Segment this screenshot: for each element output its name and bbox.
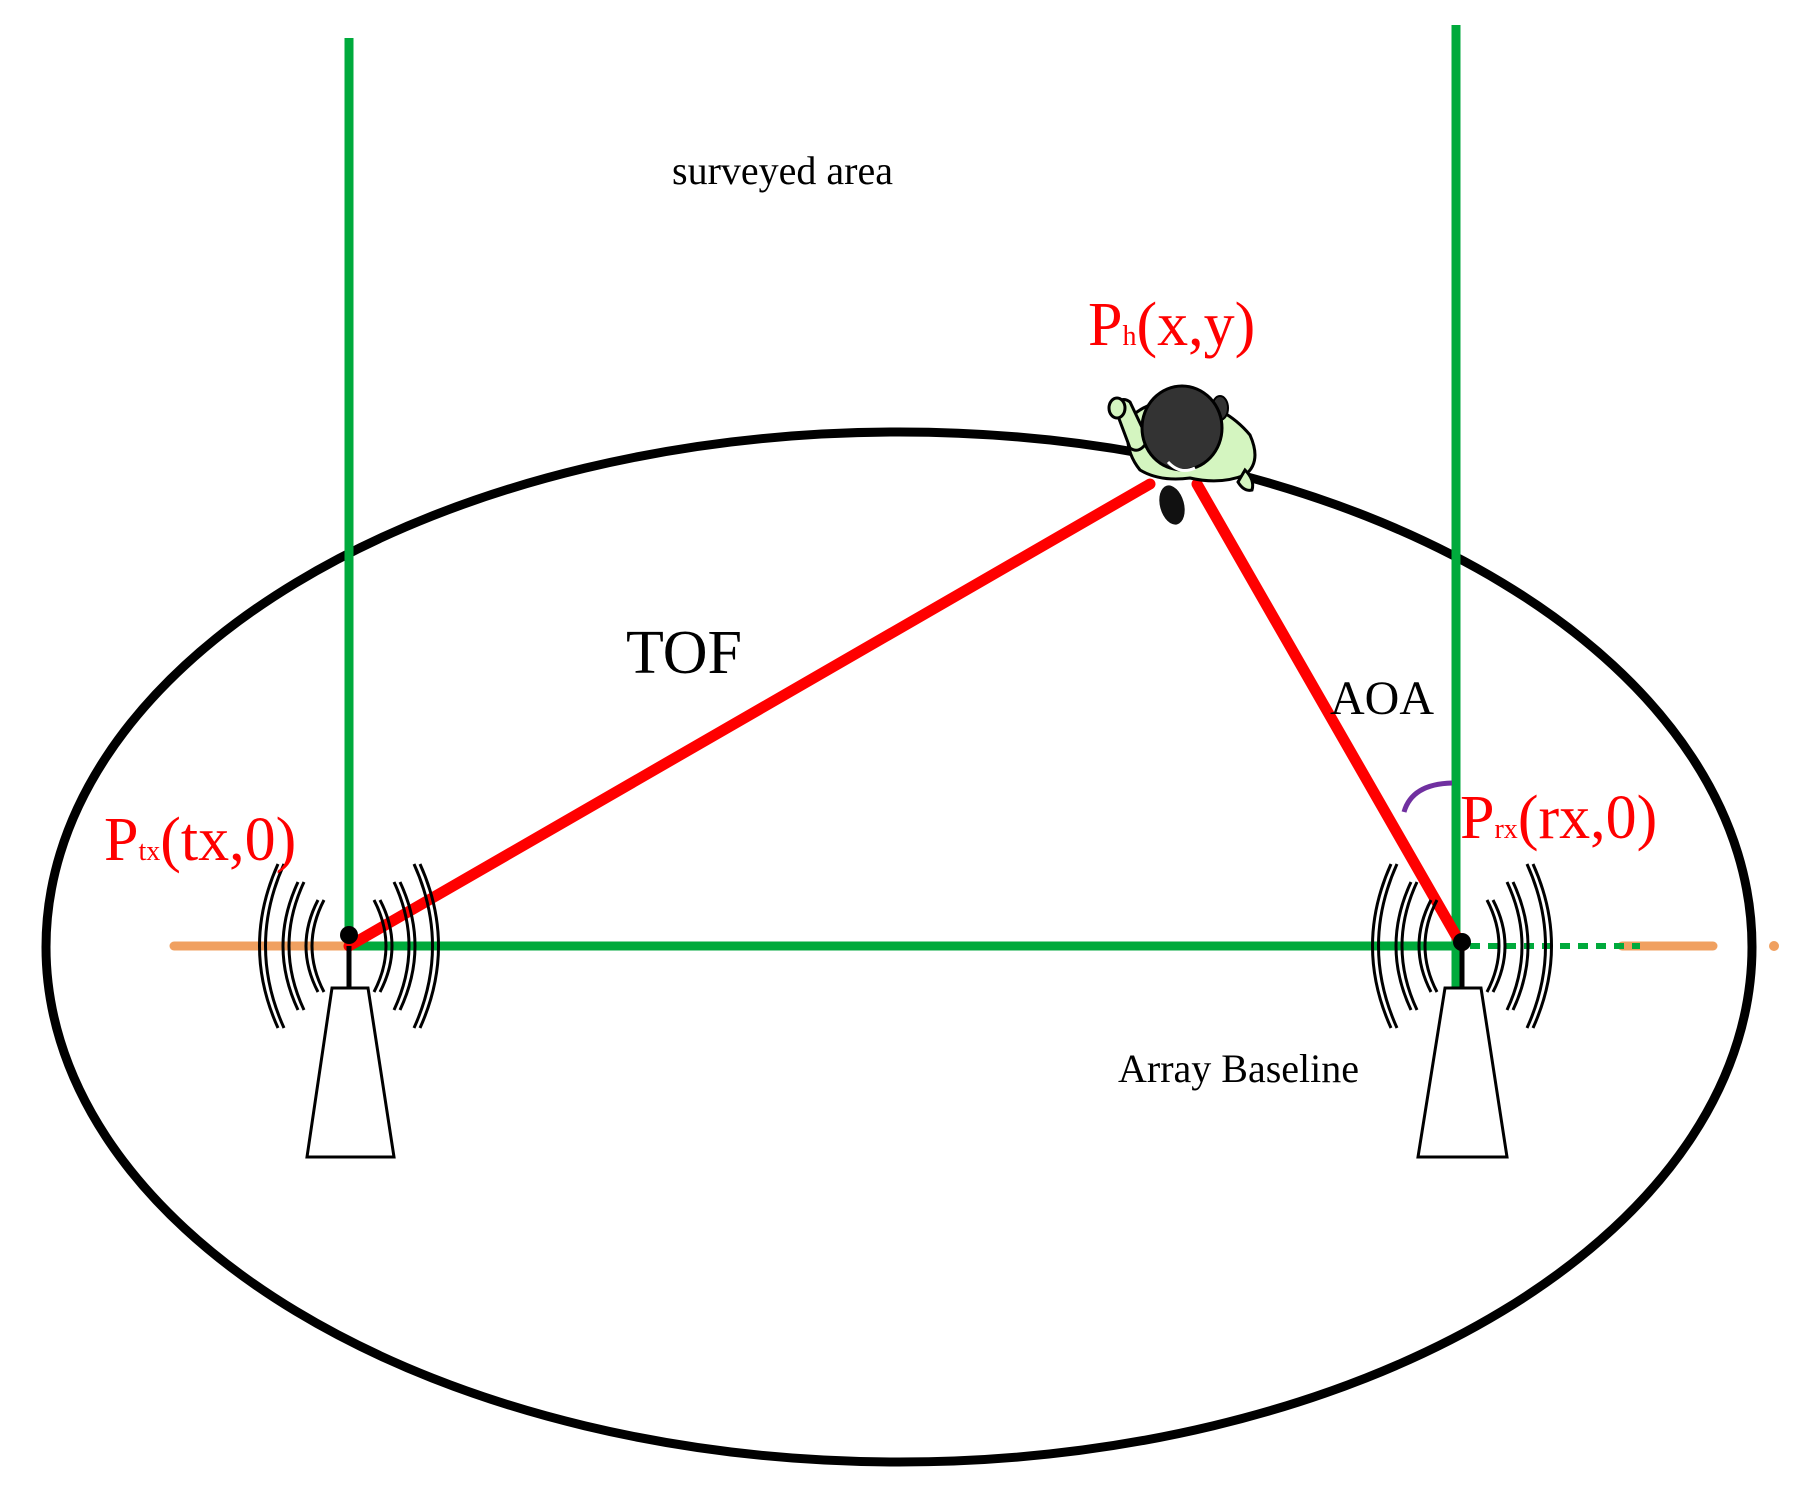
tx-radio-wave-icon — [258, 863, 440, 1029]
array-baseline-label: Array Baseline — [1118, 1046, 1359, 1091]
rx-position-label: Prx(rx,0) — [1460, 784, 1657, 852]
aoa-path-line — [1191, 478, 1468, 952]
transmitter-antenna-icon — [258, 863, 440, 1159]
aoa-angle-arc — [1401, 780, 1453, 813]
human-position-label: Ph(x,y) — [1088, 291, 1255, 359]
tof-label: TOF — [626, 619, 742, 687]
bistatic-ellipse — [41, 427, 1757, 1467]
axis-right-dot — [1769, 941, 1779, 951]
receiver-antenna-icon — [1371, 863, 1553, 1159]
rx-radio-wave-icon — [1371, 863, 1553, 1029]
person-topview-icon — [1107, 384, 1257, 525]
aoa-label: AOA — [1330, 672, 1434, 725]
tof-path-line — [343, 478, 1156, 952]
surveyed-area-label: surveyed area — [672, 148, 893, 193]
tx-position-label: Ptx(tx,0) — [104, 806, 296, 874]
